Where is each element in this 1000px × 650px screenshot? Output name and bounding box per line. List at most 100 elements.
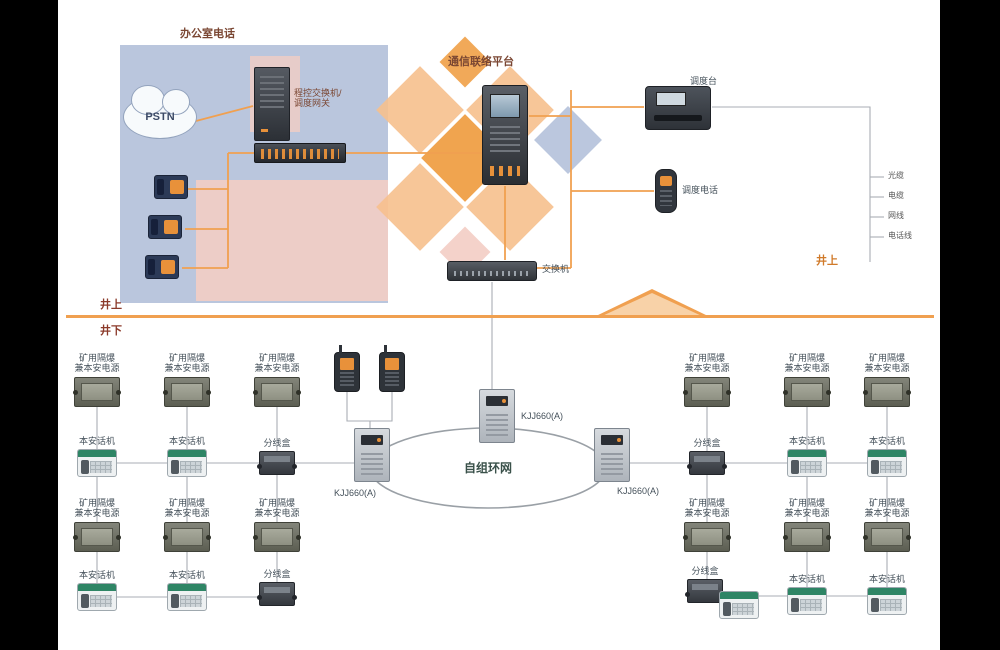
safe-phone-4	[867, 449, 907, 477]
safe-phone-8-band	[788, 588, 826, 595]
junction-box-3-lid	[264, 587, 290, 593]
letterbox-left	[0, 0, 58, 650]
decor-salmon-panel-2	[330, 180, 388, 301]
access-rack-ports	[261, 149, 339, 159]
safe-phone-5-hs	[81, 594, 89, 608]
power-box-3-panel	[261, 383, 293, 401]
letterbox-right	[940, 0, 1000, 650]
power-box-12	[863, 522, 911, 552]
ring-switch-top	[479, 389, 515, 443]
power-box-7	[73, 522, 121, 552]
junction-box-2	[687, 451, 727, 475]
safe-phone-9	[867, 587, 907, 615]
safe-phone-6	[167, 583, 207, 611]
office-phone-3-keypad	[161, 260, 175, 274]
safe-phone-7-keys	[732, 603, 754, 615]
dispatch-console-top	[656, 92, 686, 106]
handheld-2-keys	[385, 372, 399, 386]
power-box-2	[163, 377, 211, 407]
hill-shape	[600, 293, 704, 317]
dispatch-phone-screen	[660, 176, 672, 186]
power-box-4	[683, 377, 731, 407]
office-phone-2-keypad	[164, 220, 178, 234]
junction-box-4	[685, 579, 725, 603]
power-box-4-panel	[691, 383, 723, 401]
power-box-11	[783, 522, 831, 552]
safe-phone-6-hs	[171, 594, 179, 608]
core-switch	[447, 261, 537, 281]
safe-phone-7-band	[720, 592, 758, 599]
safe-phone-1-band	[78, 450, 116, 457]
ring-switch-top-disp	[486, 396, 508, 406]
pstn-cloud-text: PSTN	[145, 111, 175, 123]
office-phone-1	[154, 175, 188, 199]
safe-phone-8-keys	[800, 599, 822, 611]
ring-switch-left-disp	[361, 435, 383, 445]
office-phone-1-hs	[157, 179, 164, 195]
junction-box-3	[257, 582, 297, 606]
power-box-1	[73, 377, 121, 407]
power-box-6	[863, 377, 911, 407]
safe-phone-3	[787, 449, 827, 477]
safe-phone-1-keys	[90, 461, 112, 473]
decor-salmon-panel-1	[196, 180, 330, 301]
comm-platform-grill	[490, 126, 520, 154]
ring-switch-left	[354, 428, 390, 482]
comm-platform	[482, 85, 528, 185]
power-box-12-panel	[871, 528, 903, 546]
safe-phone-2-band	[168, 450, 206, 457]
safe-phone-2	[167, 449, 207, 477]
safe-phone-3-band	[788, 450, 826, 457]
power-box-3	[253, 377, 301, 407]
comm-platform-btns	[490, 166, 520, 176]
safe-phone-3-hs	[791, 460, 799, 474]
dispatch-phone-keys	[660, 190, 672, 206]
handheld-1	[334, 345, 360, 392]
safe-phone-6-band	[168, 584, 206, 591]
dispatch-console	[645, 86, 711, 130]
pstn-cloud: PSTN	[123, 85, 197, 139]
connector-line	[195, 105, 254, 122]
power-box-10-panel	[691, 528, 723, 546]
safe-phone-7-hs	[723, 602, 731, 616]
ring-switch-left-vent	[361, 453, 383, 475]
safe-phone-5-band	[78, 584, 116, 591]
ring-switch-top-vent	[486, 414, 508, 436]
power-box-8-panel	[171, 528, 203, 546]
handheld-1-keys	[340, 372, 354, 386]
power-box-5	[783, 377, 831, 407]
junction-box-1-lid	[264, 456, 290, 462]
power-box-1-panel	[81, 383, 113, 401]
safe-phone-8	[787, 587, 827, 615]
dispatch-console-slot	[654, 115, 702, 121]
office-phone-1-keypad	[170, 180, 184, 194]
safe-phone-3-keys	[800, 461, 822, 473]
handheld-2-screen	[385, 358, 399, 370]
safe-phone-4-band	[868, 450, 906, 457]
office-phone-3	[145, 255, 179, 279]
safe-phone-9-band	[868, 588, 906, 595]
safe-phone-4-keys	[880, 461, 902, 473]
power-box-10	[683, 522, 731, 552]
power-box-9	[253, 522, 301, 552]
safe-phone-6-keys	[180, 595, 202, 607]
ring-switch-right-vent	[601, 453, 623, 475]
power-box-6-panel	[871, 383, 903, 401]
safe-phone-2-keys	[180, 461, 202, 473]
safe-phone-5	[77, 583, 117, 611]
safe-phone-4-hs	[871, 460, 879, 474]
handheld-1-screen	[340, 358, 354, 370]
safe-phone-1-hs	[81, 460, 89, 474]
safe-phone-9-hs	[871, 598, 879, 612]
junction-box-4-lid	[692, 584, 718, 590]
dispatch-phone	[655, 169, 677, 213]
office-phone-2	[148, 215, 182, 239]
power-box-9-panel	[261, 528, 293, 546]
comm-platform-screen	[490, 94, 520, 118]
power-box-7-panel	[81, 528, 113, 546]
safe-phone-9-keys	[880, 599, 902, 611]
safe-phone-1	[77, 449, 117, 477]
power-box-2-panel	[171, 383, 203, 401]
